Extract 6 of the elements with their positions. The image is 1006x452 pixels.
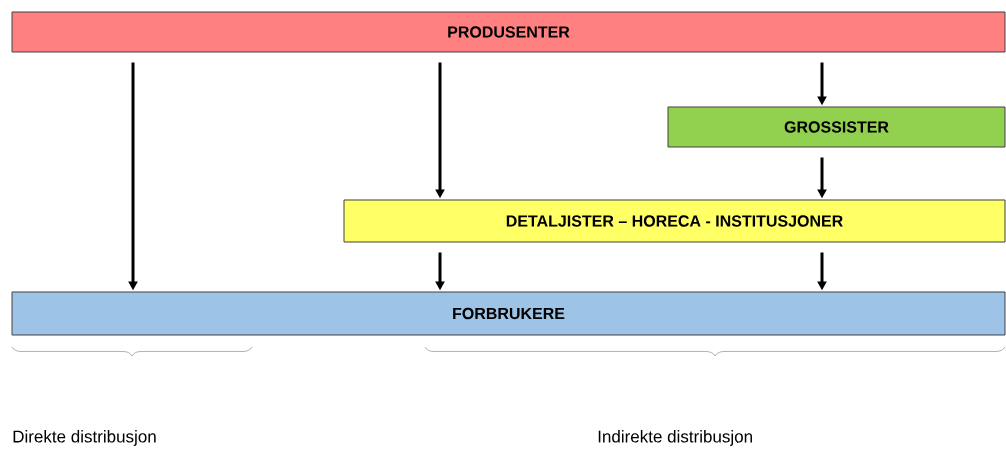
text-label: Direkte distribusjon [13,430,156,446]
process-box: FORBRUKERE [11,291,1006,336]
process-box: DETALJISTER – HORECA - INSTITUSJONER [343,199,1006,243]
text-label: Indirekte distribusjon [598,430,752,446]
process-box: GROSSISTER [667,106,1006,148]
process-box: PRODUSENTER [11,11,1006,53]
